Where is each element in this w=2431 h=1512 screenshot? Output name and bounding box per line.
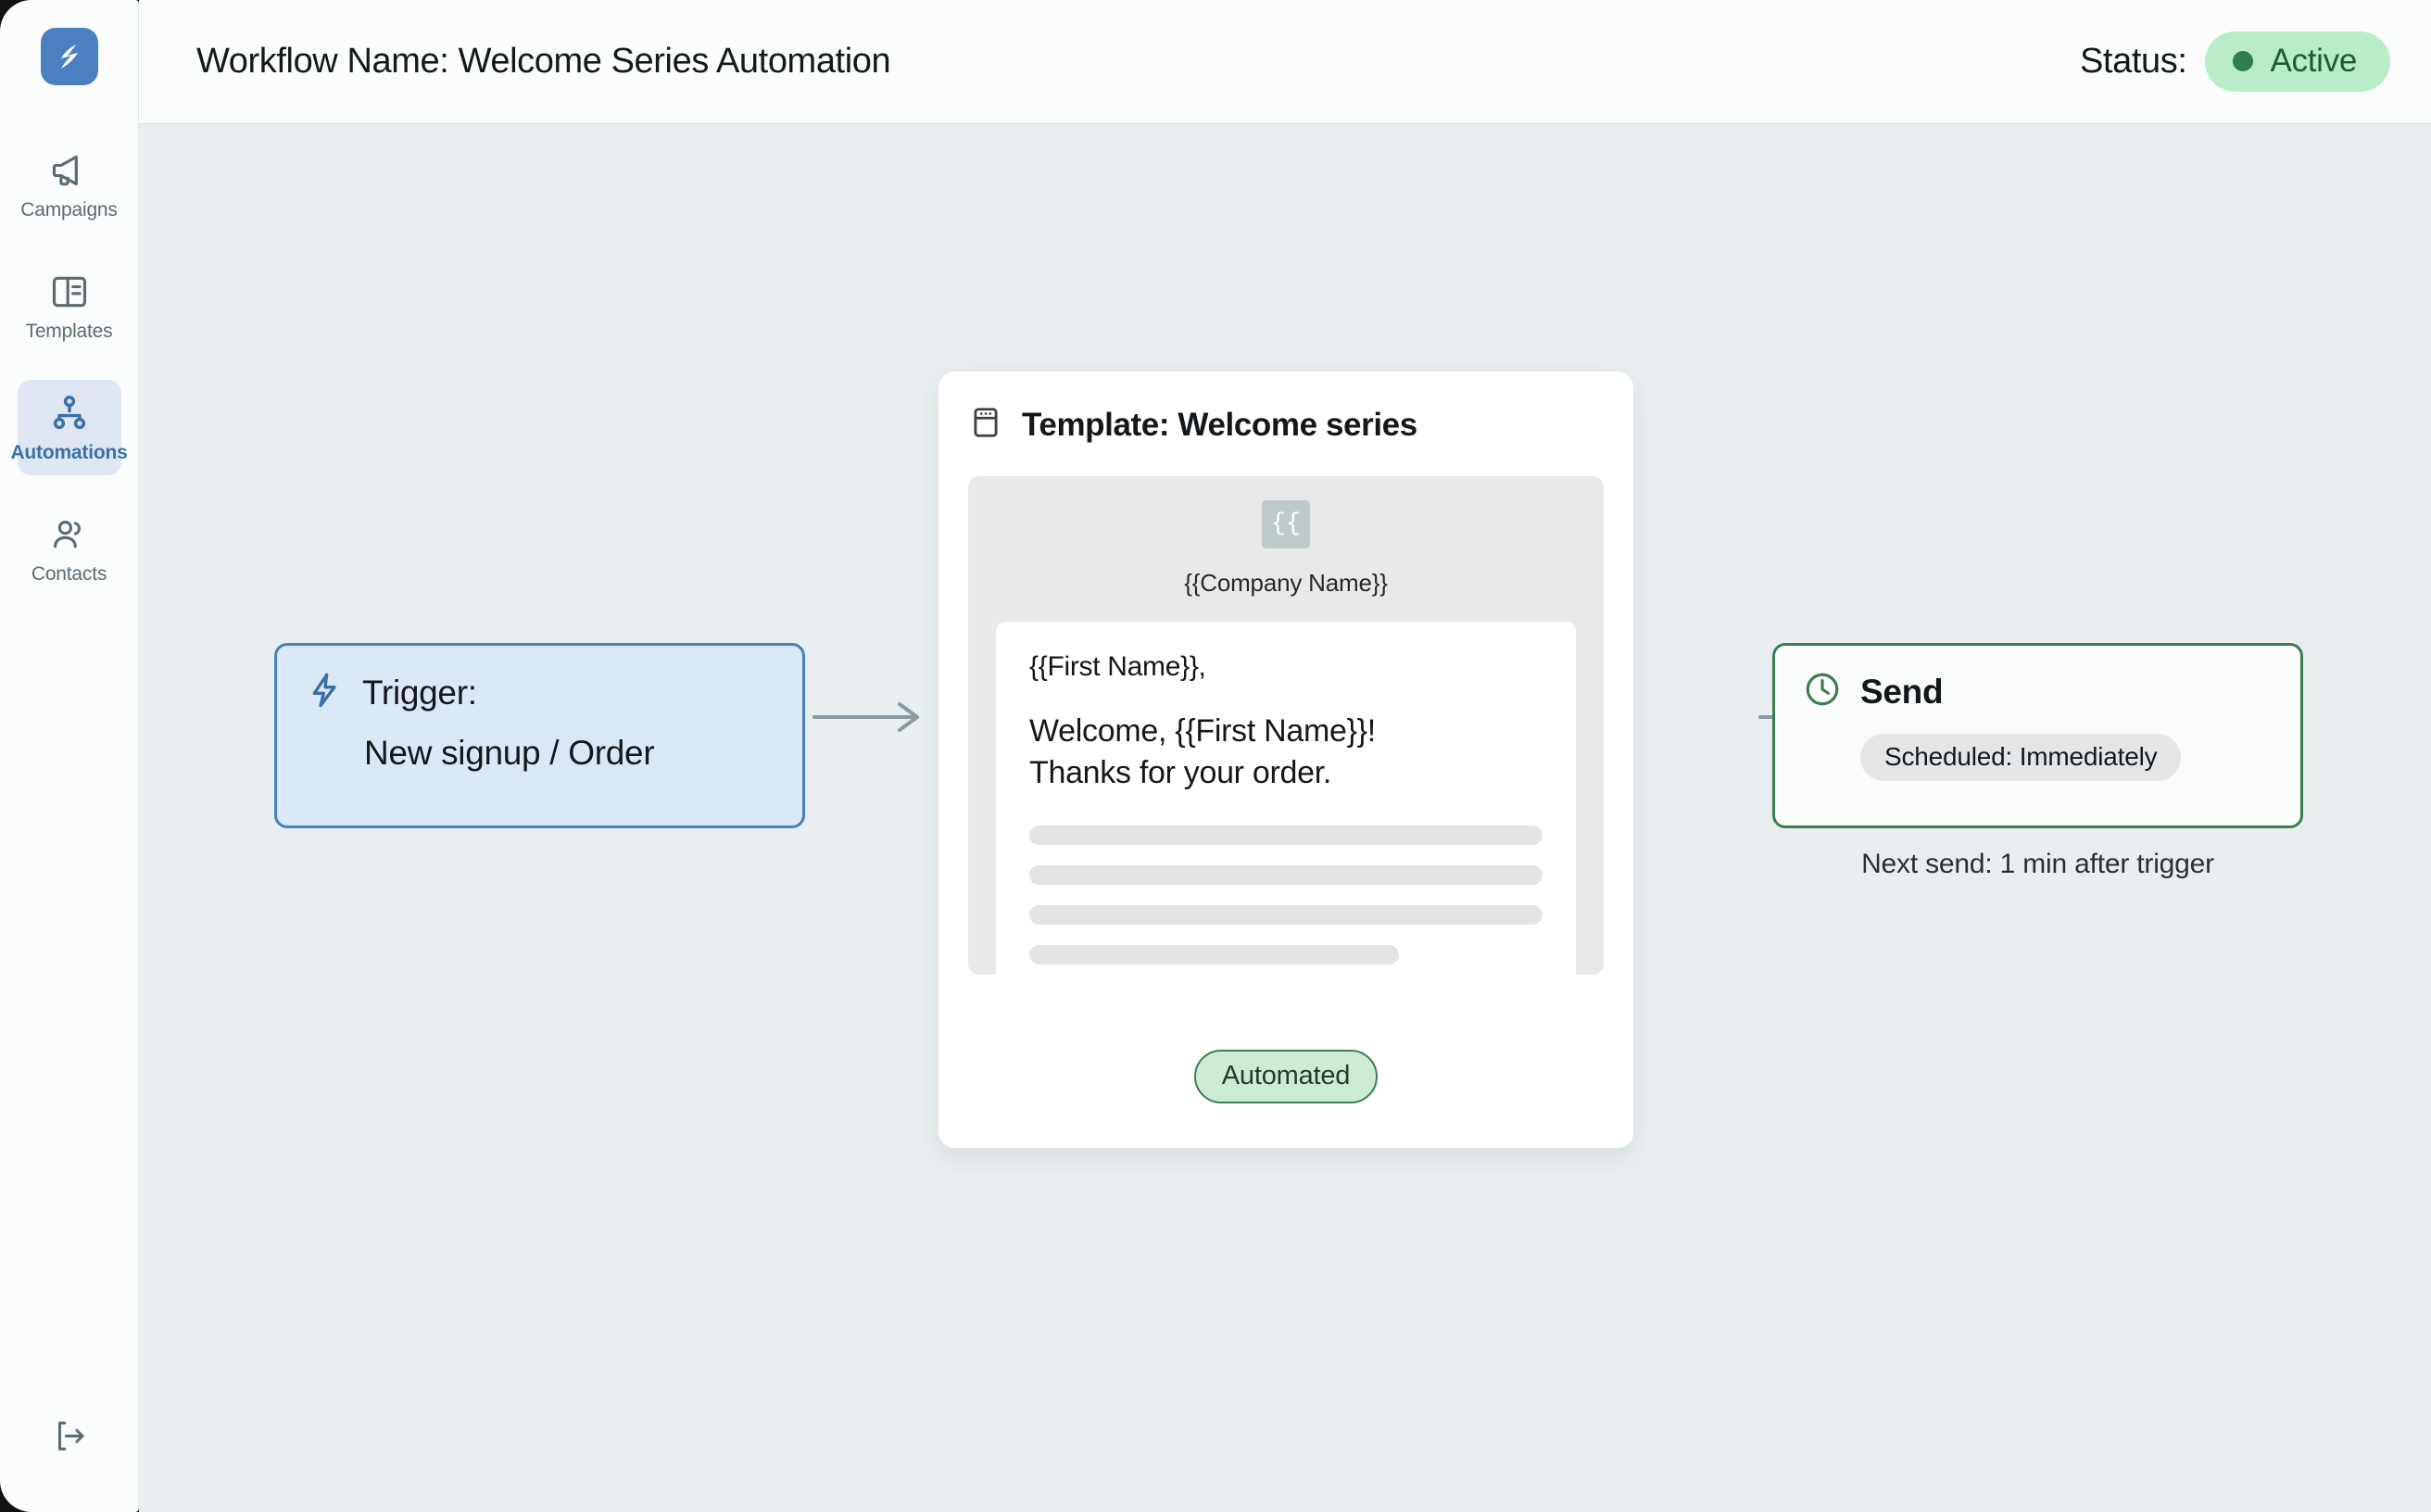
status-badge[interactable]: Active [2205, 32, 2390, 92]
email-headline-line-1: Welcome, {{First Name}}! [1029, 713, 1376, 749]
send-node[interactable]: Send Scheduled: Immediately [1772, 643, 2303, 828]
send-title: Send [1860, 672, 1944, 711]
sidebar: Campaigns Templates [0, 0, 139, 1512]
email-skeleton-lines [1029, 825, 1543, 965]
browser-window-icon [968, 405, 1003, 445]
automated-badge[interactable]: Automated [1194, 1050, 1378, 1103]
trigger-title: Trigger: [362, 673, 477, 712]
sitemap-icon [49, 393, 90, 434]
sidebar-item-label: Automations [10, 442, 128, 463]
status-badge-label: Active [2270, 43, 2357, 79]
users-icon [49, 514, 90, 555]
sidebar-nav: Campaigns Templates [0, 137, 138, 623]
email-greeting: {{First Name}}, [1029, 651, 1206, 682]
email-headline: Welcome, {{First Name}}! Thanks for your… [1029, 711, 1543, 794]
send-header: Send [1803, 670, 2273, 713]
sidebar-item-label: Templates [25, 321, 113, 342]
workflow-canvas[interactable]: Trigger: New signup / Order [139, 124, 2431, 1512]
sidebar-item-campaigns[interactable]: Campaigns [18, 137, 121, 233]
arrow-right-icon [812, 697, 928, 742]
clock-icon [1803, 670, 1842, 713]
sidebar-item-contacts[interactable]: Contacts [18, 501, 121, 597]
skeleton-line [1029, 905, 1543, 926]
next-send-caption: Next send: 1 min after trigger [1861, 849, 2214, 879]
logo-placeholder-icon: {{ [1262, 500, 1310, 548]
layout-template-icon [49, 271, 90, 312]
skeleton-line [1029, 865, 1543, 886]
skeleton-line [1029, 825, 1543, 846]
template-node[interactable]: Template: Welcome series {{ {{Company Na… [938, 371, 1634, 1149]
status-area: Status: Active [2080, 32, 2390, 92]
skeleton-line [1029, 945, 1399, 965]
template-header: Template: Welcome series [968, 405, 1604, 445]
app-logo-icon[interactable] [40, 28, 98, 85]
megaphone-icon [49, 150, 90, 191]
logout-icon[interactable] [36, 1408, 103, 1464]
sidebar-item-templates[interactable]: Templates [18, 258, 121, 354]
trigger-subtitle: New signup / Order [364, 734, 655, 772]
email-headline-line-2: Thanks for your order. [1029, 755, 1331, 791]
sidebar-item-label: Campaigns [20, 199, 118, 220]
schedule-chip[interactable]: Scheduled: Immediately [1860, 734, 2182, 781]
app-header: Workflow Name: Welcome Series Automation… [139, 0, 2431, 124]
company-name-merge-tag: {{Company Name}} [1184, 569, 1388, 597]
lightning-bolt-icon [307, 672, 344, 713]
trigger-node[interactable]: Trigger: New signup / Order [274, 643, 805, 828]
status-label: Status: [2079, 42, 2187, 81]
sidebar-item-label: Contacts [31, 563, 107, 585]
status-dot-icon [2233, 51, 2254, 71]
email-body: {{First Name}}, Welcome, {{First Name}}!… [996, 622, 1576, 975]
sidebar-item-automations[interactable]: Automations [10, 380, 128, 475]
template-title: Template: Welcome series [1022, 406, 1417, 443]
trigger-header: Trigger: [307, 672, 773, 713]
page-title: Workflow Name: Welcome Series Automation [196, 42, 891, 81]
email-preview: {{ {{Company Name}} {{First Name}}, Welc… [968, 476, 1604, 975]
